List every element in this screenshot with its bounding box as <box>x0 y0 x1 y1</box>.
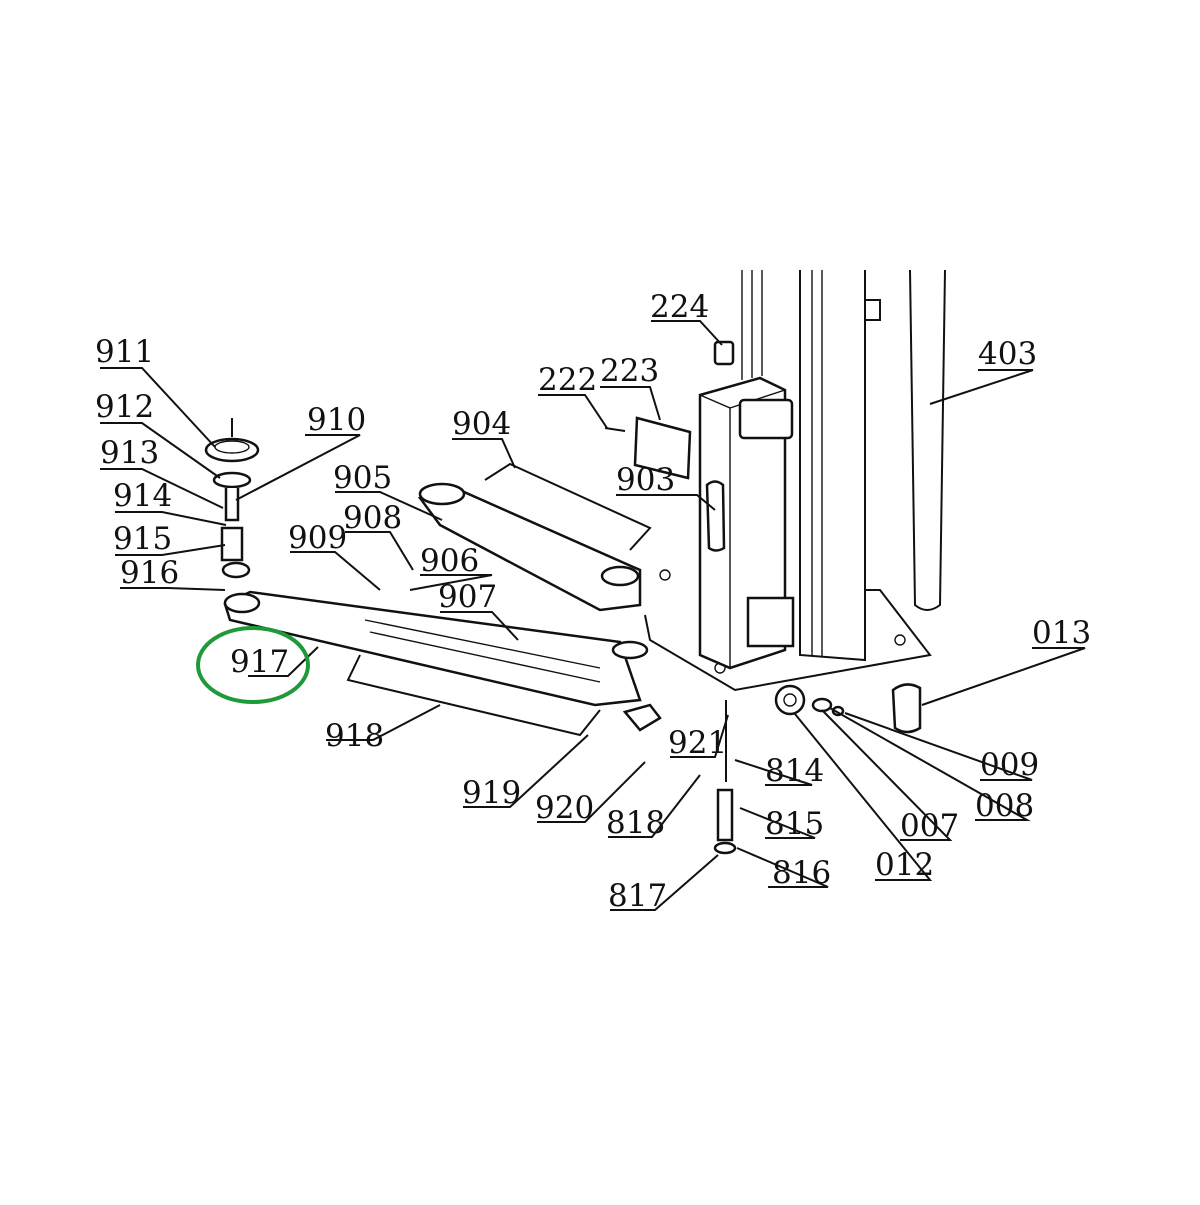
label-012: 012 <box>875 847 934 883</box>
label-914: 914 <box>113 478 172 514</box>
label-816: 816 <box>772 855 831 891</box>
label-907: 907 <box>438 579 497 615</box>
label-904: 904 <box>452 406 511 442</box>
label-918: 918 <box>325 718 384 754</box>
label-222: 222 <box>538 362 597 398</box>
label-013: 013 <box>1032 615 1091 651</box>
label-917: 917 <box>230 644 289 680</box>
label-909: 909 <box>288 520 347 556</box>
label-905: 905 <box>333 460 392 496</box>
label-916: 916 <box>120 555 179 591</box>
label-814: 814 <box>765 753 824 789</box>
part-labels: 911 912 913 914 915 916 910 909 908 906 … <box>95 289 1091 914</box>
label-912: 912 <box>95 389 154 425</box>
label-911: 911 <box>95 334 154 370</box>
leader-lines <box>100 320 1086 911</box>
label-919: 919 <box>462 775 521 811</box>
label-908: 908 <box>343 500 402 536</box>
label-921: 921 <box>668 725 727 761</box>
label-906: 906 <box>420 543 479 579</box>
label-920: 920 <box>535 790 594 826</box>
label-913: 913 <box>100 435 159 471</box>
label-818: 818 <box>606 805 665 841</box>
label-224: 224 <box>650 289 709 325</box>
label-008: 008 <box>975 788 1034 824</box>
label-910: 910 <box>307 402 366 438</box>
label-007: 007 <box>900 808 959 844</box>
label-903: 903 <box>616 462 675 498</box>
column-assembly <box>204 269 946 855</box>
label-403: 403 <box>978 336 1037 372</box>
label-915: 915 <box>113 521 172 557</box>
label-009: 009 <box>980 747 1039 783</box>
label-817: 817 <box>608 878 667 914</box>
label-223: 223 <box>600 353 659 389</box>
label-815: 815 <box>765 806 824 842</box>
highlight-ring-917 <box>196 626 310 704</box>
